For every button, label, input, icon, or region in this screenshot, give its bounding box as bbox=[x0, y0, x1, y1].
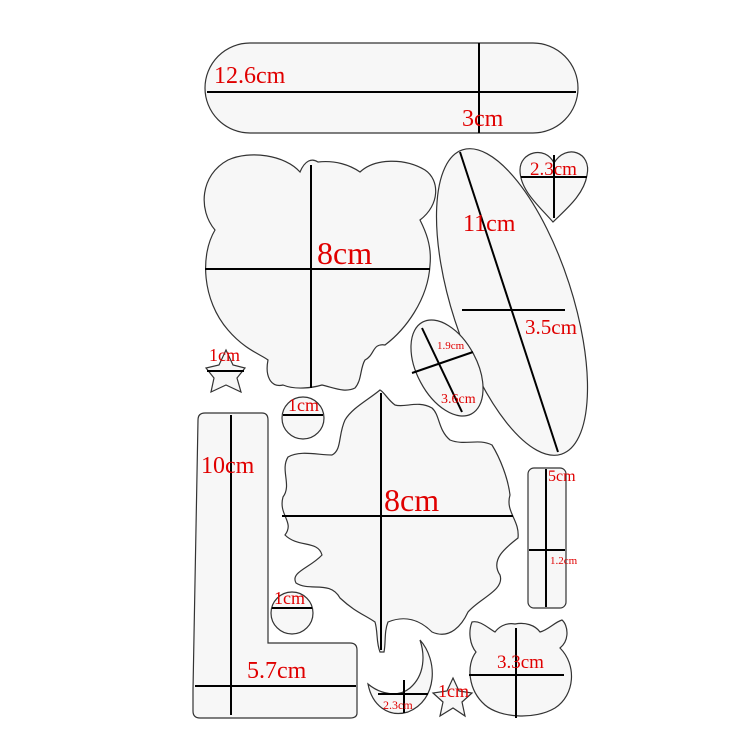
star-bottom-shape bbox=[431, 676, 474, 718]
small-ellipse-width-label: 1.9cm bbox=[437, 340, 465, 352]
l-shape bbox=[192, 412, 358, 719]
long-bar-width-label: 3cm bbox=[462, 106, 504, 132]
circle-top-shape bbox=[281, 396, 325, 440]
l-shape-height-label: 10cm bbox=[201, 453, 255, 479]
small-bar-width-label: 1.2cm bbox=[550, 555, 578, 567]
moon-shape bbox=[367, 639, 433, 714]
circle-bottom-shape bbox=[270, 591, 314, 635]
long-bar-length-label: 12.6cm bbox=[214, 63, 286, 89]
bear-head-shape bbox=[203, 154, 437, 391]
large-ellipse-length-label: 11cm bbox=[463, 211, 516, 237]
long-bar-shape bbox=[204, 42, 579, 134]
bear-size-label: 8cm bbox=[317, 235, 372, 271]
leaf-size-label: 8cm bbox=[384, 482, 439, 518]
star-bottom-label: 1cm bbox=[438, 681, 469, 701]
large-ellipse-group bbox=[435, 148, 589, 456]
small-ellipse-length-line bbox=[421, 327, 463, 413]
star-top-label: 1cm bbox=[209, 345, 240, 365]
large-ellipse-shape bbox=[435, 148, 589, 456]
l-shape-width-label: 5.7cm bbox=[247, 658, 307, 684]
circle-bottom-label: 1cm bbox=[274, 588, 305, 608]
circle-top-label: 1cm bbox=[288, 395, 319, 415]
small-ellipse-width-line bbox=[411, 351, 474, 374]
small-ellipse-length-label: 3.6cm bbox=[441, 392, 476, 407]
heart-label: 2.3cm bbox=[530, 159, 577, 180]
large-ellipse-length-line bbox=[459, 151, 559, 453]
large-ellipse-width-label: 3.5cm bbox=[525, 315, 577, 339]
cat-label: 3.3cm bbox=[497, 652, 544, 673]
small-bar-length-label: 5cm bbox=[548, 468, 576, 485]
cat-head-shape bbox=[469, 619, 573, 717]
moon-label: 2.3cm bbox=[383, 698, 413, 712]
maple-leaf-shape bbox=[281, 389, 519, 653]
